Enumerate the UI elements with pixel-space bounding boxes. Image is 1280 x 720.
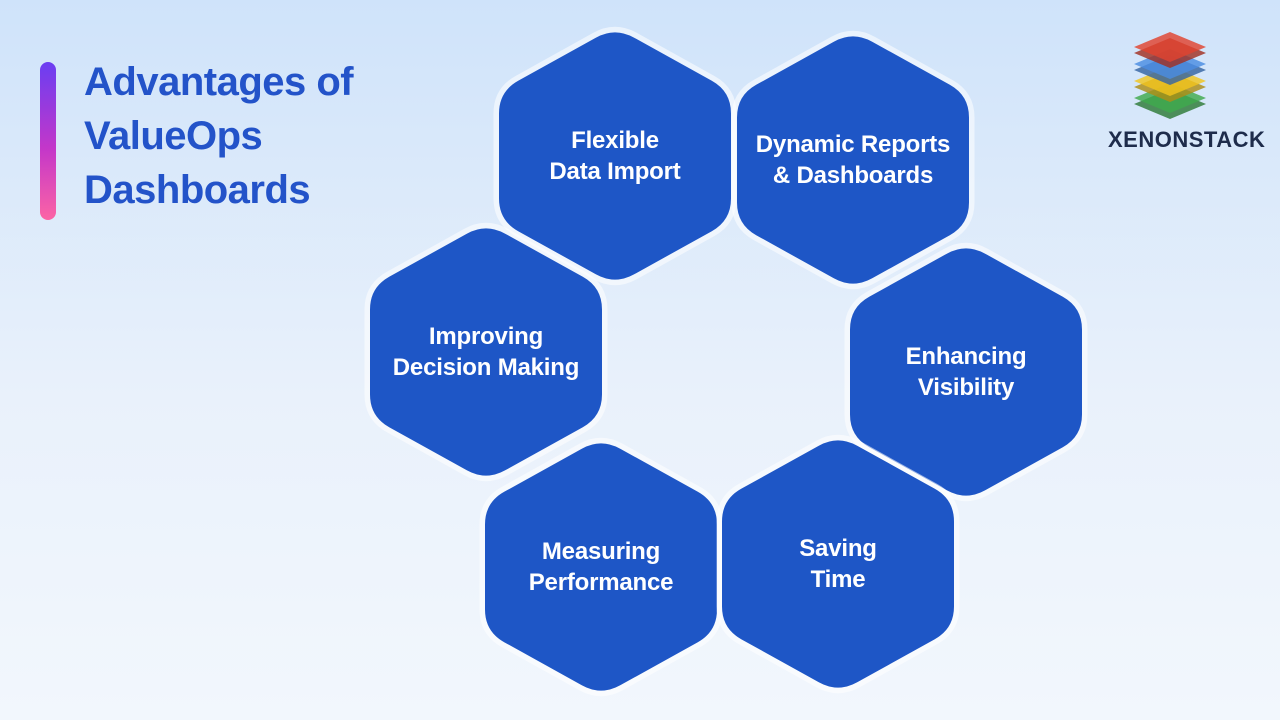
hexagon-label: Dynamic Reports & Dashboards [737,31,969,289]
hexagon-label-line-2: & Dashboards [772,162,934,189]
hexagon-shape-icon [731,30,975,290]
hexagon-label-line-1: Flexible [571,127,659,154]
hexagon-enhancing-visibility: Enhancing Visibility [844,242,1088,502]
hexagon-label-line-2: Visibility [917,374,1015,401]
hexagon-label: Flexible Data Import [499,27,731,285]
logo-wordmark: XENONSTACK [1108,127,1266,152]
page-title-line-1: Advantages of [84,60,354,104]
hexagon-label-line-1: Measuring [541,538,661,565]
hexagon-label-line-1: Enhancing [905,343,1027,370]
hexagon-improving-decision-making: Improving Decision Making [364,222,608,482]
hexagon-label-line-2: Time [810,566,866,593]
xenonstack-logo: XENONSTACK [1108,30,1266,153]
hexagon-measuring-performance: Measuring Performance [479,437,723,697]
hexagon-label-line-1: Saving [799,535,877,562]
hexagon-label: Saving Time [722,435,954,693]
hexagon-label: Measuring Performance [485,438,717,696]
hexagon-label-line-2: Data Import [549,158,681,185]
hexagon-label-line-2: Performance [528,569,674,596]
hexagon-label: Enhancing Visibility [850,243,1082,501]
hexagon-saving-time: Saving Time [716,434,960,694]
hexagon-dynamic-reports-dashboards: Dynamic Reports & Dashboards [731,30,975,290]
hexagon-label: Improving Decision Making [370,223,602,481]
hexagon-label-line-1: Dynamic Reports [755,131,951,158]
page-title: Advantages of ValueOps Dashboards [84,55,354,217]
page-title-line-3: Dashboards [84,168,311,212]
hexagon-label-line-2: Decision Making [392,354,580,381]
logo-layer-red [1134,32,1206,68]
hexagon-shape-icon [493,26,737,286]
page-title-line-2: ValueOps [84,114,263,158]
title-accent-bar [40,62,56,220]
hexagon-label-line-1: Improving [428,323,544,350]
hexagon-shape-icon [844,242,1088,502]
hexagon-shape-icon [364,222,608,482]
hexagon-shape-icon [716,434,960,694]
hexagon-flexible-data-import: Flexible Data Import [493,26,737,286]
stacked-layers-icon [1134,32,1206,119]
